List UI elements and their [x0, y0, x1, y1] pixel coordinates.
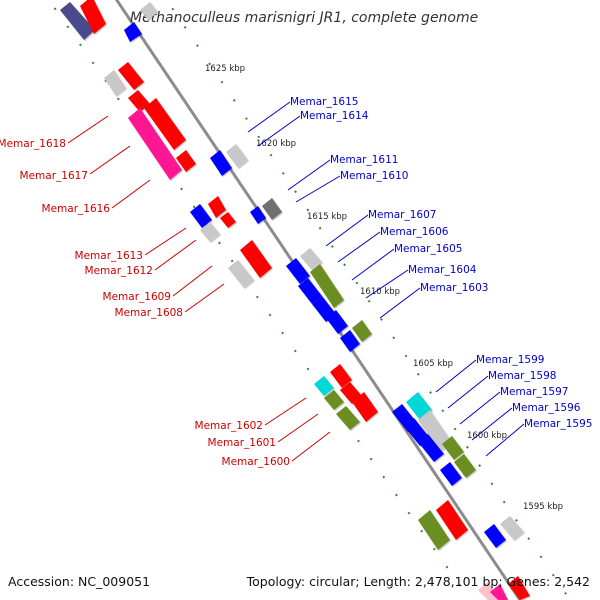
gene-red[interactable]: [128, 90, 150, 112]
gene-label[interactable]: Memar_1613: [75, 250, 143, 262]
gene-cyan[interactable]: [406, 392, 432, 420]
gene-red[interactable]: [508, 576, 530, 600]
genes-left: [60, 0, 508, 600]
gene-olive[interactable]: [442, 436, 464, 460]
gene-label[interactable]: Memar_1604: [408, 264, 477, 276]
scale-track-right: [165, 0, 571, 600]
gene-grey[interactable]: [140, 2, 158, 20]
gene-blue[interactable]: [298, 278, 322, 304]
gene-blue[interactable]: [124, 22, 142, 42]
gene-label[interactable]: Memar_1617: [20, 170, 88, 182]
gene-blue[interactable]: [418, 434, 444, 462]
scale-ticks: 1625 kbp 1620 kbp 1615 kbp 1610 kbp 1605…: [205, 64, 563, 512]
gene-dark-grey[interactable]: [262, 198, 282, 220]
gene-label[interactable]: Memar_1602: [195, 420, 263, 432]
tick-label: 1605 kbp: [413, 359, 453, 369]
gene-red[interactable]: [220, 212, 236, 228]
gene-label[interactable]: Memar_1612: [85, 265, 153, 277]
gene-label[interactable]: Memar_1597: [500, 386, 568, 398]
gene-grey[interactable]: [418, 410, 452, 452]
gene-navy[interactable]: [60, 2, 95, 40]
leader-lines-right: [247, 101, 525, 457]
gene-label[interactable]: Memar_1611: [330, 154, 398, 166]
map-title: Methanoculleus marisnigri JR1, complete …: [130, 10, 478, 26]
gene-red[interactable]: [352, 392, 378, 422]
gene-grey[interactable]: [226, 144, 248, 168]
gene-label[interactable]: Memar_1599: [476, 354, 544, 366]
gene-label[interactable]: Memar_1595: [524, 418, 592, 430]
gene-blue[interactable]: [340, 330, 360, 352]
gene-label[interactable]: Memar_1616: [42, 203, 111, 215]
labels-right: Memar_1615 Memar_1614 Memar_1611 Memar_1…: [290, 96, 592, 430]
gene-grey[interactable]: [104, 70, 126, 96]
gene-label[interactable]: Memar_1618: [0, 138, 66, 150]
gene-olive[interactable]: [352, 320, 372, 342]
gene-label[interactable]: Memar_1601: [208, 437, 276, 449]
gene-grey[interactable]: [200, 222, 220, 242]
gene-red[interactable]: [118, 62, 144, 90]
leader-lines-left: [67, 115, 331, 462]
tick-label: 1595 kbp: [523, 502, 563, 512]
gene-label[interactable]: Memar_1605: [394, 243, 462, 255]
gene-grey[interactable]: [500, 516, 524, 540]
gene-label[interactable]: Memar_1606: [380, 226, 449, 238]
gene-grey[interactable]: [228, 260, 254, 288]
gene-magenta[interactable]: [128, 108, 182, 180]
gene-olive[interactable]: [324, 390, 344, 410]
gene-label[interactable]: Memar_1607: [368, 209, 436, 221]
gene-label[interactable]: Memar_1614: [300, 110, 369, 122]
tick-label: 1625 kbp: [205, 64, 245, 74]
labels-left: Memar_1618 Memar_1617 Memar_1616 Memar_1…: [0, 138, 290, 468]
tick-label: 1610 kbp: [360, 287, 400, 297]
gene-red[interactable]: [144, 98, 186, 150]
gene-blue[interactable]: [286, 258, 310, 284]
gene-pink[interactable]: [478, 582, 498, 600]
gene-red[interactable]: [176, 150, 196, 172]
gene-label[interactable]: Memar_1600: [222, 456, 290, 468]
gene-red[interactable]: [240, 240, 272, 278]
accession-text: Accession: NC_009051: [8, 574, 150, 589]
gene-blue[interactable]: [440, 462, 462, 486]
gene-label[interactable]: Memar_1608: [115, 307, 183, 319]
gene-label[interactable]: Memar_1596: [512, 402, 581, 414]
gene-label[interactable]: Memar_1598: [488, 370, 556, 382]
gene-olive[interactable]: [336, 406, 360, 430]
gene-magenta[interactable]: [490, 584, 508, 600]
gene-olive[interactable]: [454, 454, 476, 478]
tick-label: 1600 kbp: [467, 431, 507, 441]
gene-red[interactable]: [330, 364, 352, 388]
gene-label[interactable]: Memar_1610: [340, 170, 408, 182]
gene-blue[interactable]: [326, 310, 348, 334]
gene-blue[interactable]: [250, 206, 266, 224]
gene-blue[interactable]: [484, 524, 506, 548]
gene-label[interactable]: Memar_1609: [103, 291, 171, 303]
gene-grey[interactable]: [300, 248, 322, 270]
gene-olive[interactable]: [310, 264, 344, 308]
gene-red[interactable]: [80, 0, 106, 34]
gene-red[interactable]: [208, 196, 226, 218]
gene-cyan[interactable]: [314, 376, 334, 396]
gene-olive[interactable]: [418, 510, 450, 550]
genome-summary-text: Topology: circular; Length: 2,478,101 bp…: [246, 574, 590, 589]
gene-red[interactable]: [436, 500, 468, 540]
gene-label[interactable]: Memar_1615: [290, 96, 358, 108]
tick-label: 1615 kbp: [307, 212, 347, 222]
tick-label: 1620 kbp: [256, 139, 296, 149]
gene-blue[interactable]: [190, 204, 212, 228]
gene-label[interactable]: Memar_1603: [420, 282, 488, 294]
genes-right: [210, 144, 530, 600]
gene-blue[interactable]: [210, 150, 232, 176]
